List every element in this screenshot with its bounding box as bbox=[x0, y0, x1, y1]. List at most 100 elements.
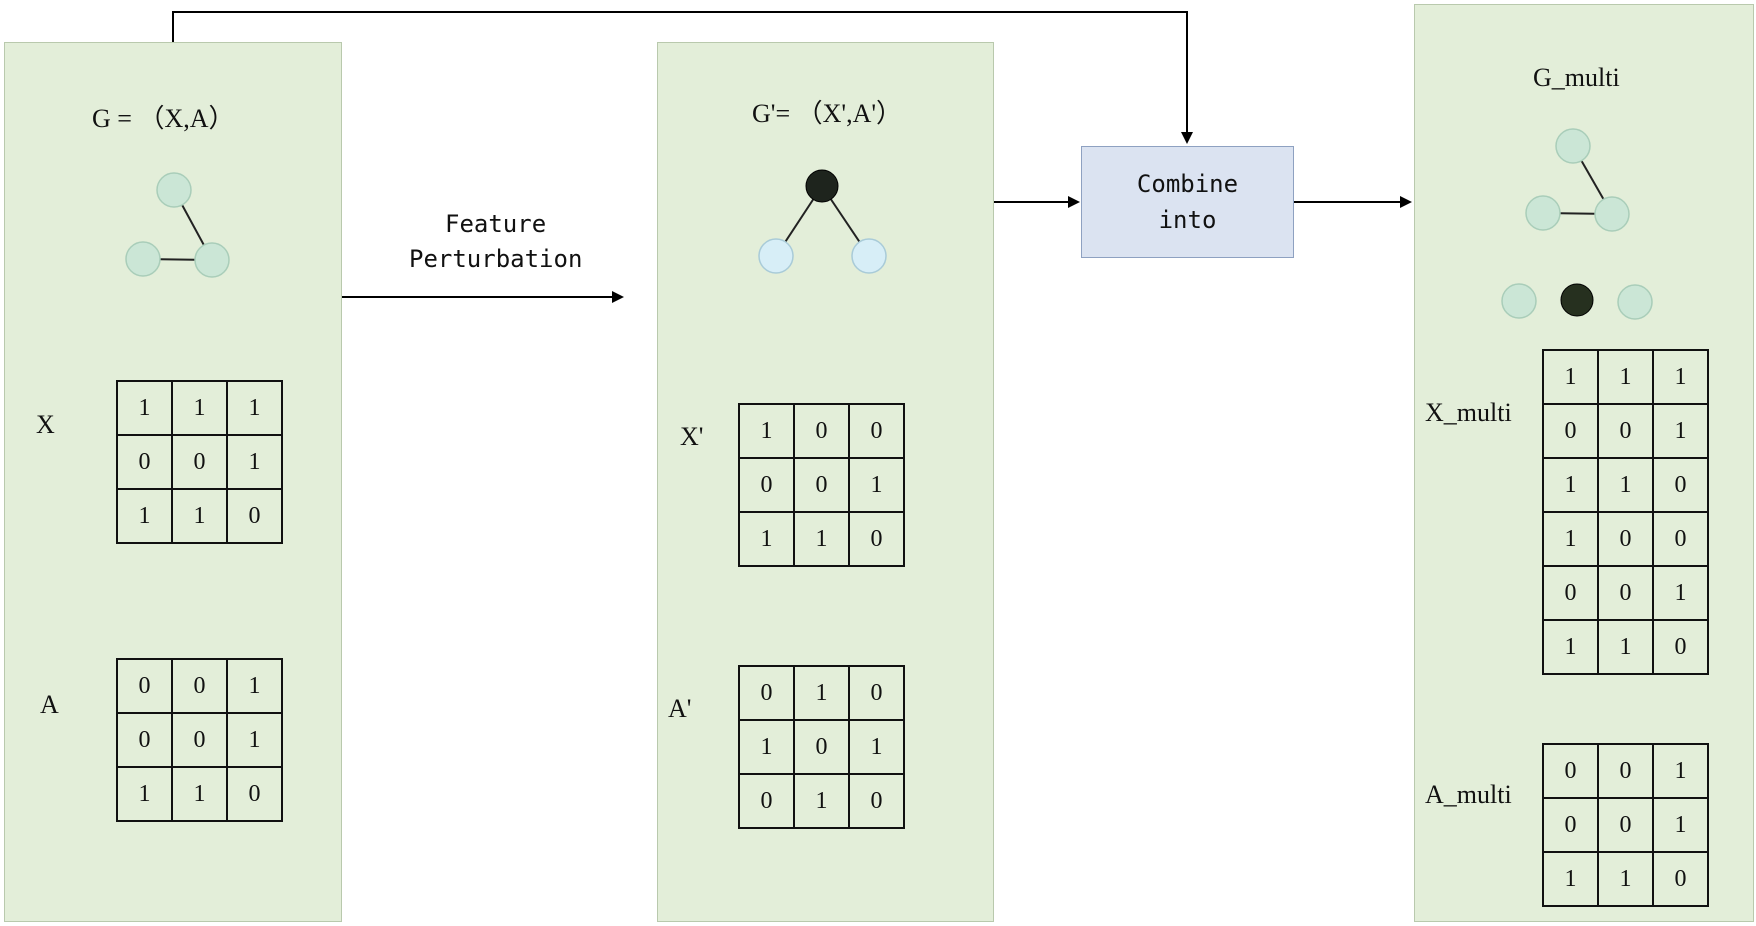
matrix-cell: 0 bbox=[1597, 565, 1654, 621]
matrix-cell: 1 bbox=[1652, 565, 1709, 621]
perturbation-label: Perturbation bbox=[409, 245, 583, 273]
matrix-cell: 0 bbox=[226, 488, 283, 544]
perturbed-graph bbox=[758, 169, 887, 274]
into-label: into bbox=[1158, 206, 1217, 234]
matrix-cell: 0 bbox=[848, 403, 905, 459]
matrix-cell: 1 bbox=[848, 457, 905, 513]
matrix-cell: 1 bbox=[1597, 619, 1654, 675]
node-circle bbox=[1617, 284, 1653, 320]
matrix-cell: 1 bbox=[171, 766, 228, 822]
matrix-cell: 1 bbox=[738, 403, 795, 459]
node-circle bbox=[1560, 283, 1594, 317]
matrix-cell: 0 bbox=[1542, 797, 1599, 853]
perturbed-graph-title: G'= （X',A'） bbox=[752, 99, 903, 128]
matrix-cell: 0 bbox=[1597, 403, 1654, 459]
node-circle bbox=[1501, 283, 1537, 319]
node-circle bbox=[1525, 195, 1561, 231]
original-graph-title: G = （X,A） bbox=[92, 104, 235, 133]
matrix-cell: 0 bbox=[738, 665, 795, 721]
matrix-cell: 0 bbox=[1652, 851, 1709, 907]
matrix-cell: 1 bbox=[1597, 349, 1654, 405]
matrix-cell: 0 bbox=[226, 766, 283, 822]
matrix-cell: 0 bbox=[116, 658, 173, 714]
matrix-cell: 0 bbox=[793, 457, 850, 513]
matrix-cell: 1 bbox=[171, 488, 228, 544]
original-graph bbox=[125, 172, 230, 278]
node-circle bbox=[194, 242, 230, 278]
x-multi-matrix-label: X_multi bbox=[1425, 398, 1512, 427]
matrix-cell: 1 bbox=[1597, 851, 1654, 907]
matrix-cell: 1 bbox=[116, 488, 173, 544]
multi-graph-title: G_multi bbox=[1533, 63, 1620, 92]
matrix-cell: 1 bbox=[1652, 797, 1709, 853]
matrix-cell: 0 bbox=[1652, 619, 1709, 675]
matrix-cell: 1 bbox=[793, 773, 850, 829]
matrix-cell: 1 bbox=[226, 380, 283, 436]
matrix-cell: 1 bbox=[1652, 743, 1709, 799]
matrix-cell: 1 bbox=[1652, 349, 1709, 405]
node-circle bbox=[1555, 128, 1591, 164]
a-multi-matrix-label: A_multi bbox=[1425, 780, 1512, 809]
matrix-cell: 0 bbox=[116, 712, 173, 768]
matrix-cell: 0 bbox=[848, 665, 905, 721]
node-circle bbox=[1594, 196, 1630, 232]
matrix-cell: 0 bbox=[848, 773, 905, 829]
combine-into-box: Combine into bbox=[1081, 146, 1294, 258]
matrix-cell: 1 bbox=[226, 434, 283, 490]
x-matrix-label: X bbox=[36, 410, 55, 439]
matrix-cell: 1 bbox=[738, 511, 795, 567]
matrix-cell: 0 bbox=[171, 434, 228, 490]
matrix-cell: 0 bbox=[116, 434, 173, 490]
a-matrix-label: A bbox=[40, 690, 59, 719]
node-circle bbox=[758, 238, 794, 274]
node-circle bbox=[125, 241, 161, 277]
matrix-cell: 1 bbox=[116, 380, 173, 436]
node-circle bbox=[851, 238, 887, 274]
node-circle bbox=[805, 169, 839, 203]
matrix-cell: 1 bbox=[116, 766, 173, 822]
multi-graph bbox=[1501, 128, 1653, 320]
matrix-cell: 0 bbox=[171, 658, 228, 714]
matrix-cell: 1 bbox=[1542, 349, 1599, 405]
matrix-cell: 0 bbox=[171, 712, 228, 768]
matrix-cell: 1 bbox=[1542, 457, 1599, 513]
matrix-cell: 0 bbox=[1542, 565, 1599, 621]
node-circle bbox=[156, 172, 192, 208]
matrix-cell: 1 bbox=[848, 719, 905, 775]
matrix-cell: 0 bbox=[848, 511, 905, 567]
matrix-cell: 1 bbox=[1542, 851, 1599, 907]
a-prime-matrix-label: A' bbox=[668, 694, 692, 723]
combine-label: Combine bbox=[1136, 170, 1239, 198]
matrix-cell: 0 bbox=[1542, 743, 1599, 799]
matrix-cell: 1 bbox=[738, 719, 795, 775]
matrix-cell: 0 bbox=[1652, 457, 1709, 513]
matrix-cell: 1 bbox=[793, 665, 850, 721]
matrix-cell: 0 bbox=[1597, 743, 1654, 799]
matrix-cell: 1 bbox=[793, 511, 850, 567]
matrix-cell: 0 bbox=[738, 773, 795, 829]
matrix-cell: 1 bbox=[171, 380, 228, 436]
